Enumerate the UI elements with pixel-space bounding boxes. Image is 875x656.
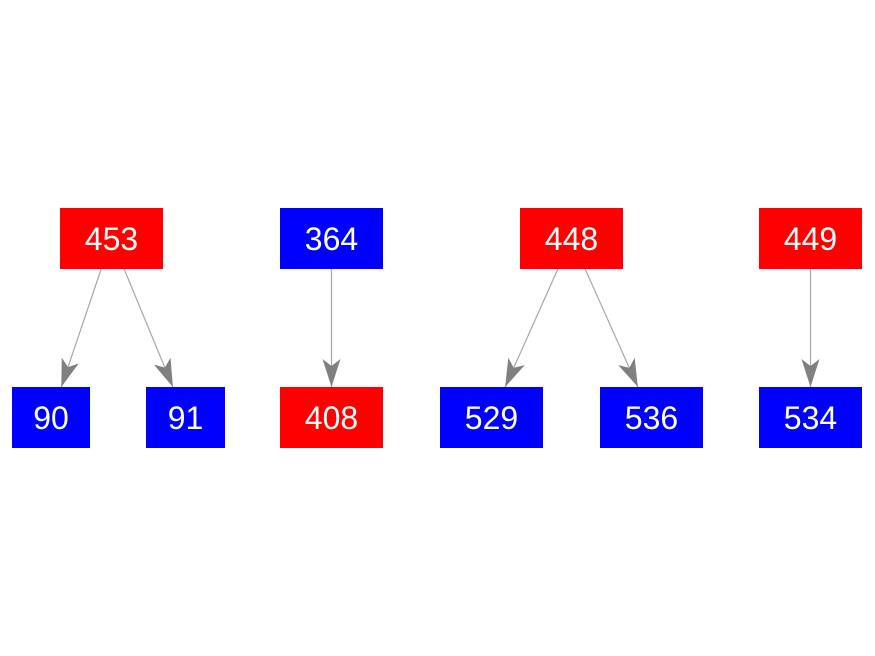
node-box-536 (600, 387, 703, 448)
tree-node-90: 90 (12, 387, 90, 448)
node-label-536: 536 (625, 400, 678, 436)
edge-448-to-536 (584, 268, 639, 388)
tree-node-448: 448 (520, 208, 623, 269)
node-box-534 (759, 387, 862, 448)
tree-node-536: 536 (600, 387, 703, 448)
node-label-453: 453 (85, 221, 138, 257)
edge-453-to-90 (60, 268, 102, 388)
node-box-364 (280, 208, 383, 269)
node-box-529 (440, 387, 543, 448)
node-label-448: 448 (545, 221, 598, 257)
node-label-408: 408 (305, 400, 358, 436)
node-box-449 (759, 208, 862, 269)
node-box-453 (60, 208, 163, 269)
tree-node-453: 453 (60, 208, 163, 269)
tree-node-408: 408 (280, 387, 383, 448)
node-box-448 (520, 208, 623, 269)
node-label-91: 91 (168, 400, 204, 436)
tree-node-91: 91 (146, 387, 225, 448)
tree-node-529: 529 (440, 387, 543, 448)
node-box-408 (280, 387, 383, 448)
node-box-90 (12, 387, 90, 448)
node-label-534: 534 (784, 400, 837, 436)
tree-node-449: 449 (759, 208, 862, 269)
edge-448-to-529 (504, 268, 559, 388)
nodes-layer: 453 364 448 449 90 91 408 529 536 534 (12, 208, 862, 448)
node-label-90: 90 (33, 400, 69, 436)
node-label-529: 529 (465, 400, 518, 436)
tree-node-364: 364 (280, 208, 383, 269)
edges-layer (60, 268, 820, 388)
tree-node-534: 534 (759, 387, 862, 448)
edge-453-to-91 (123, 268, 174, 388)
node-label-364: 364 (305, 221, 358, 257)
node-box-91 (146, 387, 225, 448)
node-label-449: 449 (784, 221, 837, 257)
